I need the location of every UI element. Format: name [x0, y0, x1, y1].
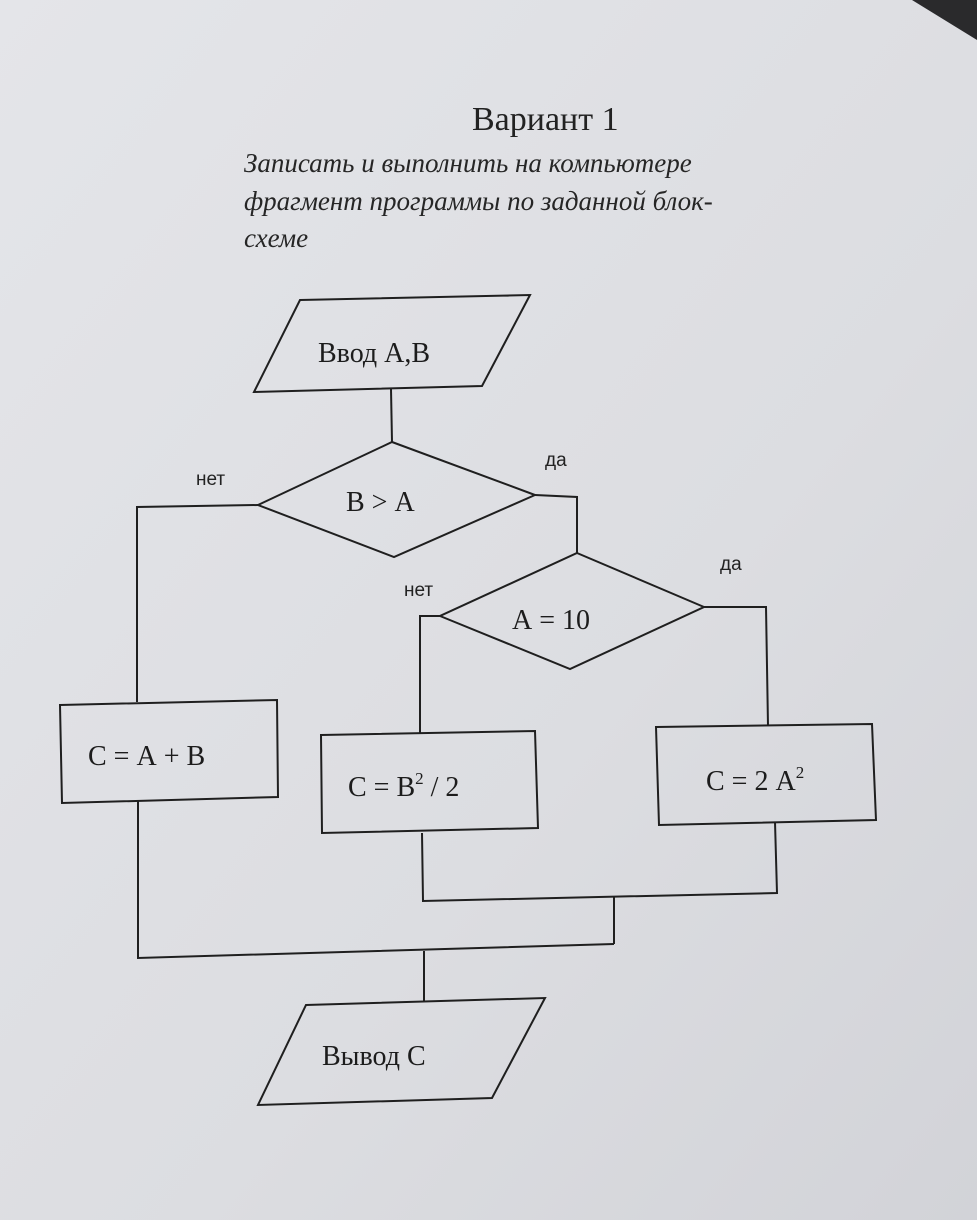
decision2-no-label: нет: [404, 580, 433, 601]
process-right-base: С = 2 А: [706, 766, 796, 797]
process-middle-base: С = В: [348, 772, 415, 803]
process-middle-tail: / 2: [424, 772, 460, 803]
decision2-yes-label: да: [720, 554, 742, 575]
connector-decision1-yes: [534, 494, 578, 553]
process-c-equals-2-a-squared: [654, 722, 878, 827]
decision1-yes-label: да: [545, 450, 567, 471]
process-left-label: С = А + В: [88, 741, 205, 772]
output-block: [256, 996, 547, 1107]
process-middle-exponent: 2: [415, 769, 424, 788]
decision1-no-label: нет: [196, 469, 225, 490]
process-right-exponent: 2: [796, 763, 805, 782]
page-title: Вариант 1: [472, 101, 619, 138]
connector-input-to-decision1: [390, 388, 393, 443]
decision-a-equals-10-label: А = 10: [512, 605, 590, 636]
process-c-equals-a-plus-b: [58, 698, 280, 805]
connector-decision1-no: [136, 504, 259, 702]
output-block-label: Вывод С: [322, 1041, 426, 1072]
task-line-3: схеме: [244, 223, 308, 253]
process-right-label: С = 2 А2: [706, 763, 804, 797]
task-line-1: Записать и выполнить на компьютере: [244, 148, 692, 178]
decision-b-greater-a: [255, 440, 538, 559]
decision-a-equals-10: [437, 551, 707, 671]
merge-outer: [137, 801, 615, 960]
input-block-label: Ввод А,В: [318, 338, 430, 369]
decision-b-greater-a-label: В > А: [346, 487, 415, 518]
merge-inner: [421, 821, 779, 903]
process-middle-label: С = В2 / 2: [348, 769, 459, 803]
process-c-equals-b-squared-half: [319, 729, 540, 835]
connector-decision2-yes: [704, 606, 769, 727]
task-line-2: фрагмент программы по заданной блок-: [244, 186, 713, 216]
connector-decision2-no: [419, 615, 440, 733]
input-block: [252, 293, 532, 394]
